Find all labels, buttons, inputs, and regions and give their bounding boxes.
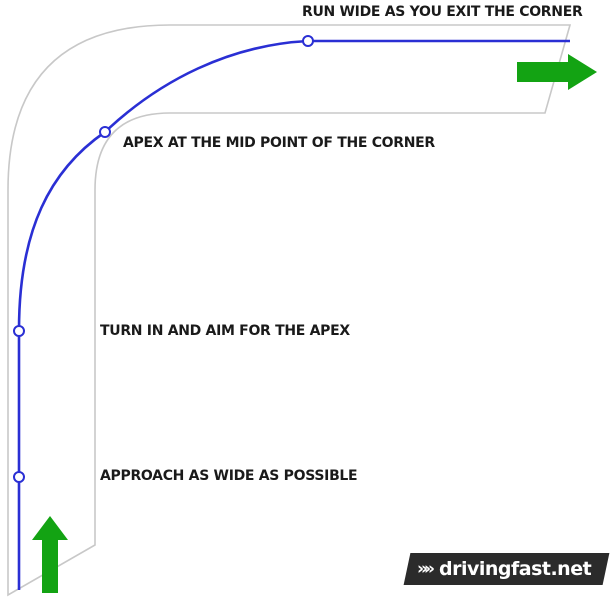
approach-label: APPROACH AS WIDE AS POSSIBLE xyxy=(100,468,358,484)
exit-label: RUN WIDE AS YOU EXIT THE CORNER xyxy=(302,4,583,20)
exit-point-marker xyxy=(302,35,314,47)
apex-point-marker xyxy=(99,126,111,138)
drivingfast-logo: »» drivingfast.net xyxy=(403,553,610,585)
turn-in-label: TURN IN AND AIM FOR THE APEX xyxy=(100,323,350,339)
turn-in-point-marker xyxy=(13,325,25,337)
chevrons-icon: »» xyxy=(417,559,431,579)
direction-up-arrow-icon xyxy=(32,516,68,593)
direction-right-arrow-icon xyxy=(517,54,597,90)
apex-label: APEX AT THE MID POINT OF THE CORNER xyxy=(123,135,435,151)
approach-point-marker xyxy=(13,471,25,483)
racing-line xyxy=(17,39,570,590)
logo-text: drivingfast.net xyxy=(438,558,592,580)
track-outline xyxy=(7,24,572,597)
